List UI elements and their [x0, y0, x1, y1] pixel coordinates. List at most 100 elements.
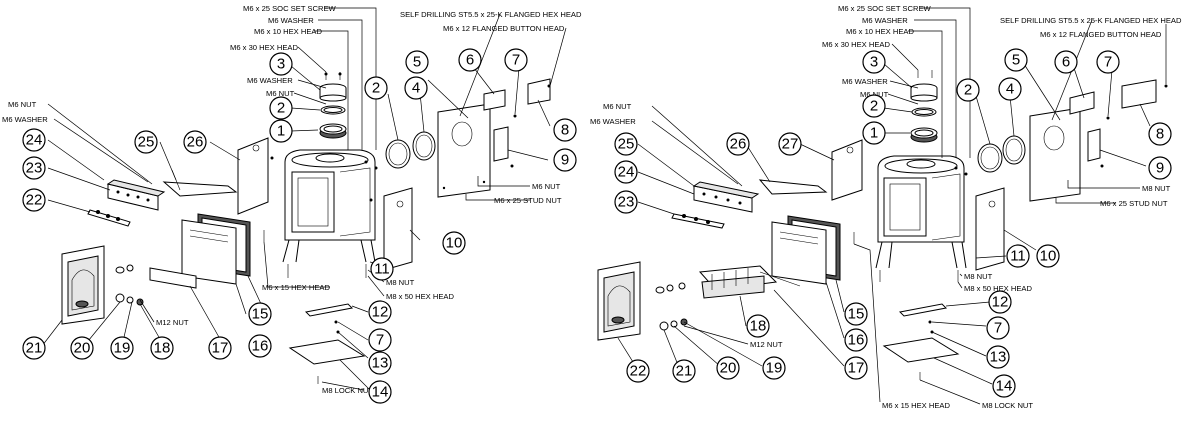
- left-callout-22: 22: [22, 188, 46, 212]
- right-callout-21: 21: [672, 359, 696, 383]
- svg-text:12: 12: [992, 294, 1009, 311]
- right-leaders: [617, 7, 1167, 405]
- left-part-6-plate: [483, 89, 506, 111]
- left-stove-body: [282, 149, 378, 263]
- right-callout-20: 20: [716, 356, 740, 380]
- left-callout-4: 4: [404, 76, 428, 100]
- svg-text:23: 23: [618, 194, 635, 211]
- right-part-9-plate: [1087, 128, 1101, 162]
- svg-text:27: 27: [782, 136, 799, 153]
- right-part-3-flue: [910, 83, 938, 102]
- right-label-m6x15-hex-head: M6 x 15 HEX HEAD: [882, 401, 950, 410]
- left-callout-11: 11: [370, 257, 394, 281]
- right-callout-11: 11: [1006, 244, 1030, 268]
- right-callout-9: 9: [1148, 156, 1172, 180]
- svg-text:25: 25: [138, 134, 155, 151]
- svg-text:19: 19: [114, 340, 131, 357]
- left-callout-23: 23: [22, 156, 46, 180]
- right-callout-16: 16: [844, 328, 868, 352]
- left-label-m6-nut: M6 NUT: [266, 89, 295, 98]
- right-callout-24: 24: [614, 160, 638, 184]
- left-label-self-drilling: SELF DRILLING ST5.5 x 25-K FLANGED HEX H…: [400, 10, 582, 19]
- left-callout-10: 10: [442, 231, 466, 255]
- left-label-flanged-button-head: M6 x 12 FLANGED BUTTON HEAD: [443, 24, 565, 33]
- right-label-self-drilling: SELF DRILLING ST5.5 x 25-K FLANGED HEX H…: [1000, 16, 1182, 25]
- right-part-26-baffle: [758, 179, 828, 195]
- left-callout-8: 8: [553, 118, 577, 142]
- left-callout-19: 19: [110, 336, 134, 360]
- right-callout-17: 17: [844, 356, 868, 380]
- left-part-2-disc: [385, 139, 411, 169]
- left-part-21-door: [61, 245, 105, 325]
- right-callout-13: 13: [986, 345, 1010, 369]
- left-label-m6x15-hex-head: M6 x 15 HEX HEAD: [262, 283, 330, 292]
- right-label-m6x30-hex-head: M6 x 30 HEX HEAD: [822, 40, 890, 49]
- right-callout-2-top: 2: [862, 94, 886, 118]
- left-label-m6x30-hex-head: M6 x 30 HEX HEAD: [230, 43, 298, 52]
- svg-text:16: 16: [252, 338, 269, 355]
- svg-text:5: 5: [413, 54, 421, 71]
- svg-text:7: 7: [994, 320, 1002, 337]
- right-part-27-side-panel: [831, 139, 863, 201]
- right-part-12-bracket: [898, 303, 948, 317]
- left-label-m6x10-hex-head: M6 x 10 HEX HEAD: [254, 27, 322, 36]
- right-callout-7-low: 7: [986, 316, 1010, 340]
- svg-text:15: 15: [252, 306, 269, 323]
- right-callout-15: 15: [844, 302, 868, 326]
- right-callout-2-disc: 2: [956, 78, 980, 102]
- left-part-25-baffle: [162, 181, 238, 197]
- right-label-m6-washer: M6 WASHER: [862, 16, 908, 25]
- left-part-26-side-panel: [237, 137, 269, 215]
- svg-text:17: 17: [212, 340, 229, 357]
- right-part-1-collar: [910, 127, 938, 143]
- left-part-12-bracket: [304, 303, 354, 317]
- left-part-10-side-panel: [383, 187, 413, 271]
- left-callout-6: 6: [458, 48, 482, 72]
- left-callout-14: 14: [368, 380, 392, 404]
- left-part-3-flue: [319, 83, 347, 102]
- left-label-m12-nut: M12 NUT: [156, 318, 189, 327]
- right-part-8-plate: [1121, 79, 1157, 109]
- right-callout-14: 14: [992, 374, 1016, 398]
- right-callout-23: 23: [614, 190, 638, 214]
- svg-text:9: 9: [1156, 160, 1164, 177]
- left-diagram: M6 x 25 SOC SET SCREW M6 WASHER M6 x 10 …: [2, 4, 582, 404]
- right-diagram: M6 x 25 SOC SET SCREW M6 WASHER M6 x 10 …: [590, 4, 1182, 410]
- svg-text:2: 2: [870, 98, 878, 115]
- right-callout-3: 3: [862, 50, 886, 74]
- svg-text:21: 21: [26, 340, 43, 357]
- svg-text:24: 24: [618, 164, 635, 181]
- left-callout-1: 1: [269, 119, 293, 143]
- right-label-m6x10-hex-head: M6 x 10 HEX HEAD: [846, 27, 914, 36]
- left-part-13-floor-plate: [288, 339, 366, 365]
- right-label-m8-lock-nut: M8 LOCK NUT: [982, 401, 1033, 410]
- svg-text:20: 20: [720, 360, 737, 377]
- left-callout-3: 3: [269, 52, 293, 76]
- right-label-soc-set-screw: M6 x 25 SOC SET SCREW: [838, 4, 932, 13]
- right-callout-7-top: 7: [1096, 50, 1120, 74]
- svg-text:13: 13: [990, 349, 1007, 366]
- right-callout-10: 10: [1036, 244, 1060, 268]
- svg-text:2: 2: [964, 82, 972, 99]
- right-part-22-door: [597, 261, 641, 341]
- left-label-soc-set-screw: M6 x 25 SOC SET SCREW: [243, 4, 337, 13]
- left-part-16-glass: [181, 219, 237, 285]
- right-label-m6-washer-side: M6 WASHER: [590, 117, 636, 126]
- right-part-13-floor-plate: [882, 337, 960, 363]
- right-label-m12-nut: M12 NUT: [750, 340, 783, 349]
- right-part-2-gasket: [911, 107, 937, 117]
- svg-text:7: 7: [512, 52, 520, 69]
- right-label-m8-nut-leg: M8 NUT: [964, 272, 993, 281]
- right-part-23-rail: [671, 213, 725, 229]
- svg-text:1: 1: [870, 125, 878, 142]
- left-callout-5: 5: [405, 50, 429, 74]
- svg-text:8: 8: [561, 122, 569, 139]
- left-hardware-labels: M6 x 25 SOC SET SCREW M6 WASHER M6 x 10 …: [2, 4, 582, 395]
- svg-text:24: 24: [26, 132, 43, 149]
- left-callout-20: 20: [70, 336, 94, 360]
- left-label-m6-washer-2: M6 WASHER: [247, 76, 293, 85]
- left-label-m8x50-hex-head: M8 x 50 HEX HEAD: [386, 292, 454, 301]
- right-callout-19: 19: [762, 356, 786, 380]
- left-label-m8-nut: M8 NUT: [386, 278, 415, 287]
